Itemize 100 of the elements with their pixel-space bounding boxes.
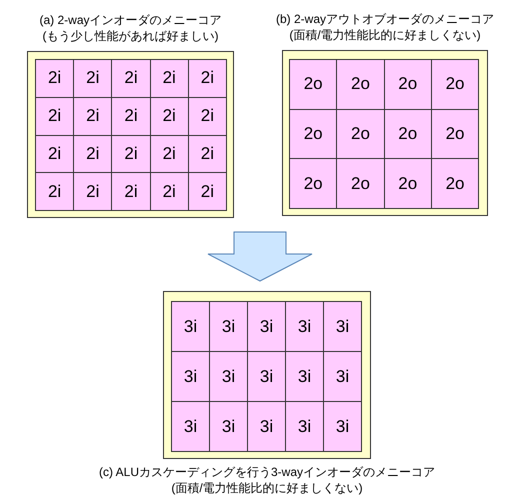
core-label: 3i bbox=[298, 316, 312, 336]
core-label: 2i bbox=[86, 144, 100, 164]
core-box bbox=[247, 351, 286, 402]
core-label: 2i bbox=[86, 68, 100, 88]
core-box bbox=[247, 401, 286, 452]
core-label: 2i bbox=[200, 144, 214, 164]
core-label: 2i bbox=[48, 182, 62, 202]
panel-title: (c) ALUカスケーディングを行う3-wayインオーダのメニーコア bbox=[98, 464, 436, 480]
core-label: 2i bbox=[48, 144, 62, 164]
panel-subtitle: (もう少し性能があれば好ましい) bbox=[42, 28, 218, 44]
core-box bbox=[35, 96, 74, 136]
panel-subtitle: (面積/電力性能比的に好ましくない) bbox=[171, 480, 363, 496]
core-label: 2i bbox=[200, 182, 214, 202]
core-box bbox=[188, 59, 227, 98]
core-box bbox=[336, 108, 385, 160]
core-box bbox=[430, 59, 480, 110]
core-label: 3i bbox=[184, 366, 198, 386]
core-box bbox=[73, 134, 112, 174]
core-label: 2o bbox=[398, 124, 418, 144]
core-label: 2o bbox=[350, 124, 370, 144]
core-box bbox=[323, 401, 362, 452]
core-box bbox=[285, 351, 324, 402]
core-label: 2o bbox=[304, 174, 323, 194]
core-label: 2o bbox=[350, 174, 370, 194]
core-label: 2i bbox=[124, 68, 138, 88]
core-box bbox=[111, 134, 151, 174]
core-box bbox=[35, 134, 74, 174]
core-box bbox=[430, 158, 480, 210]
core-box bbox=[171, 351, 210, 402]
core-label: 2o bbox=[398, 174, 418, 194]
core-label: 3i bbox=[184, 316, 198, 336]
core-label: 2i bbox=[162, 68, 176, 88]
core-box bbox=[150, 96, 189, 136]
core-box bbox=[209, 301, 248, 352]
core-box bbox=[35, 172, 74, 212]
panel-subtitle: (面積/電力性能比的に好ましくない) bbox=[289, 27, 481, 43]
core-box bbox=[289, 108, 338, 160]
core-box bbox=[336, 59, 385, 110]
core-label: 2o bbox=[350, 74, 370, 94]
core-box bbox=[150, 134, 189, 174]
core-label: 2i bbox=[162, 182, 176, 202]
core-label: 2i bbox=[162, 144, 176, 164]
core-box bbox=[171, 401, 210, 452]
core-box bbox=[111, 96, 151, 136]
core-box bbox=[73, 172, 112, 212]
core-label: 2i bbox=[200, 68, 214, 88]
core-box bbox=[209, 401, 248, 452]
core-label: 2o bbox=[446, 124, 464, 144]
core-label: 2o bbox=[304, 124, 323, 144]
core-box bbox=[188, 96, 227, 136]
core-label: 3i bbox=[222, 366, 236, 386]
core-label: 3i bbox=[298, 416, 312, 436]
panel-title: (b) 2-wayアウトオブオーダのメニーコア bbox=[276, 11, 494, 27]
core-label: 2o bbox=[446, 74, 464, 94]
core-box bbox=[35, 59, 74, 98]
core-label: 3i bbox=[260, 416, 274, 436]
panel-title: (a) 2-wayインオーダのメニーコア bbox=[39, 12, 222, 28]
core-label: 2i bbox=[48, 106, 62, 126]
core-label: 3i bbox=[336, 366, 350, 386]
core-box bbox=[247, 301, 286, 352]
core-box bbox=[188, 172, 227, 212]
core-label: 2i bbox=[86, 106, 100, 126]
core-label: 2i bbox=[200, 106, 214, 126]
core-box bbox=[384, 108, 432, 160]
core-box bbox=[73, 96, 112, 136]
core-label: 2o bbox=[304, 74, 323, 94]
core-box bbox=[323, 301, 362, 352]
core-box bbox=[150, 59, 189, 98]
core-label: 2i bbox=[124, 144, 138, 164]
core-box bbox=[289, 158, 338, 210]
core-box bbox=[430, 108, 480, 160]
core-label: 2i bbox=[124, 182, 138, 202]
core-label: 3i bbox=[222, 416, 236, 436]
core-label: 3i bbox=[184, 416, 198, 436]
core-box bbox=[285, 301, 324, 352]
core-label: 2i bbox=[86, 182, 100, 202]
core-label: 2i bbox=[48, 68, 62, 88]
block-arrow bbox=[208, 232, 312, 282]
core-box bbox=[384, 158, 432, 210]
core-box bbox=[150, 172, 189, 212]
core-label: 3i bbox=[298, 366, 312, 386]
core-box bbox=[323, 351, 362, 402]
core-box bbox=[171, 301, 210, 352]
core-box bbox=[73, 59, 112, 98]
core-label: 2o bbox=[446, 174, 464, 194]
core-box bbox=[285, 401, 324, 452]
core-label: 2o bbox=[398, 74, 418, 94]
core-box bbox=[209, 351, 248, 402]
core-box bbox=[111, 172, 151, 212]
core-label: 3i bbox=[260, 366, 274, 386]
core-label: 3i bbox=[336, 416, 350, 436]
core-box bbox=[384, 59, 432, 110]
core-box bbox=[336, 158, 385, 210]
core-label: 2i bbox=[162, 106, 176, 126]
core-label: 3i bbox=[336, 316, 350, 336]
core-label: 3i bbox=[222, 316, 236, 336]
core-box bbox=[111, 59, 151, 98]
core-label: 2i bbox=[124, 106, 138, 126]
core-label: 3i bbox=[260, 316, 274, 336]
core-box bbox=[289, 59, 338, 110]
